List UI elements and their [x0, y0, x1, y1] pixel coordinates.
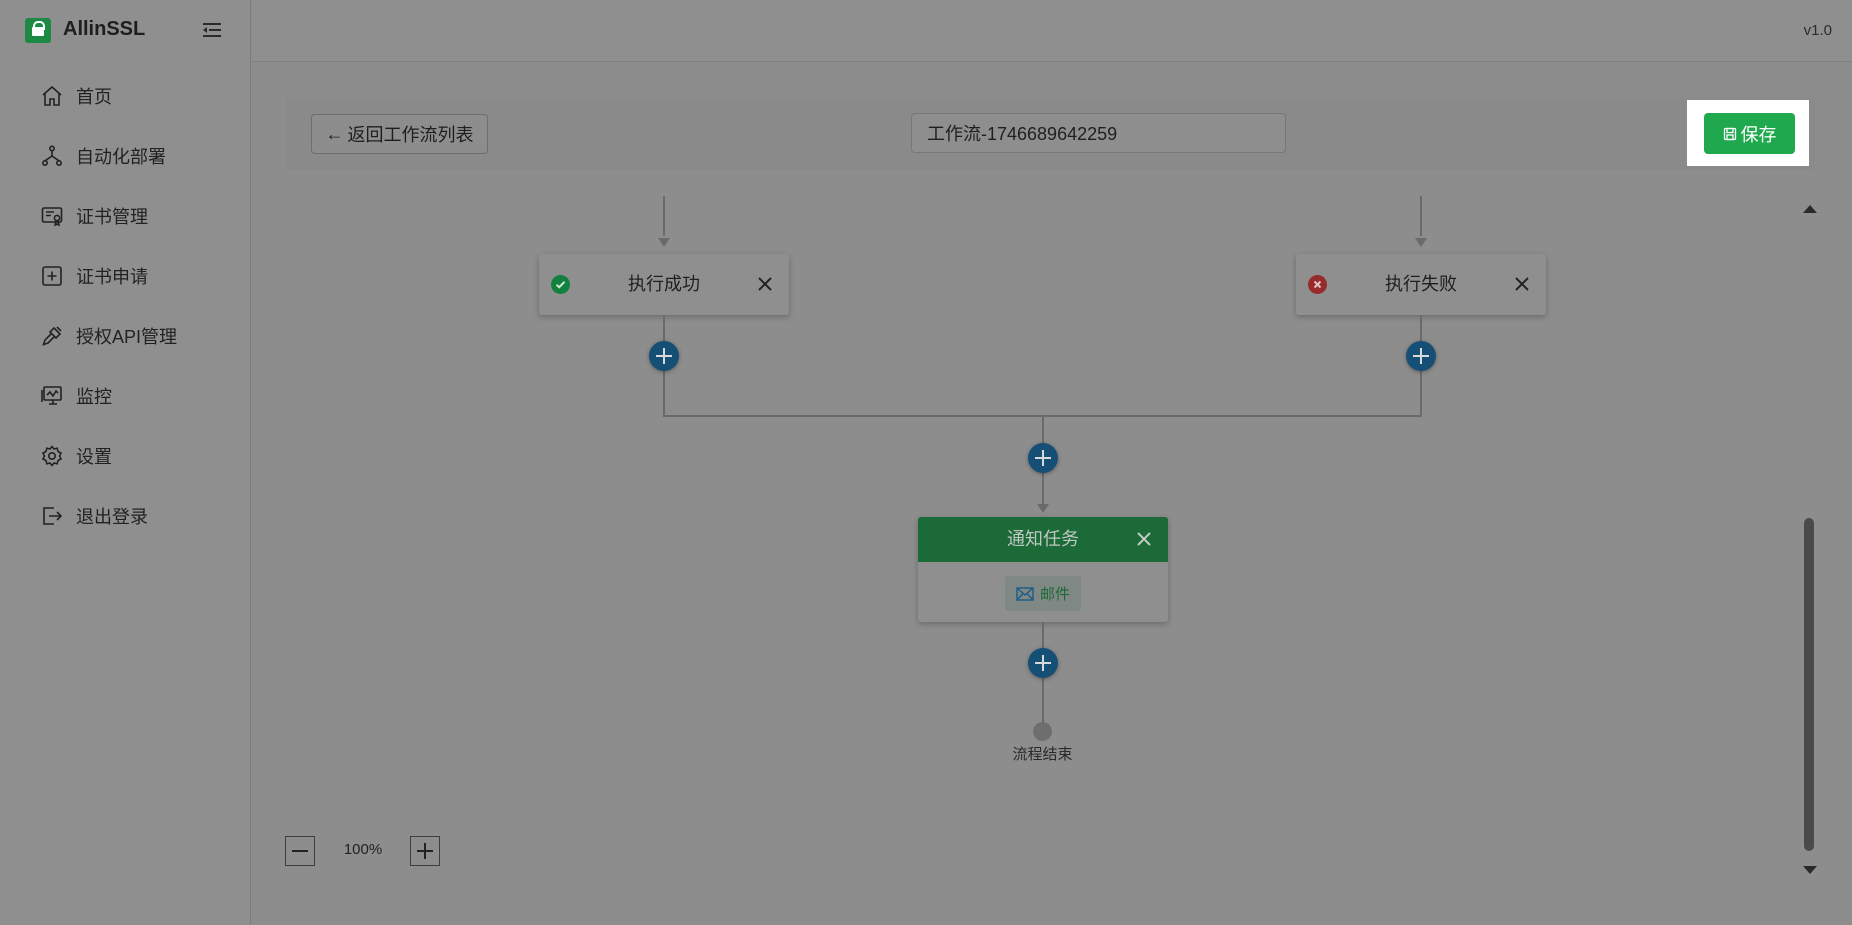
sidebar-item-label: 证书申请 — [76, 267, 148, 287]
arrow-left-icon: ← — [325, 123, 344, 144]
notify-task-node[interactable]: 通知任务 邮件 — [918, 517, 1168, 622]
add-node-button[interactable] — [1406, 341, 1436, 371]
api-key-icon — [42, 326, 62, 346]
connector-arrow — [1415, 238, 1427, 247]
error-circle-icon — [1308, 275, 1327, 294]
sidebar-item-label: 授权API管理 — [76, 327, 178, 347]
logout-icon — [43, 507, 63, 525]
sidebar-item-label: 监控 — [76, 387, 112, 407]
back-button-label: 返回工作流列表 — [347, 125, 474, 145]
workflow-toolbar: ← 返回工作流列表 — [285, 97, 1815, 170]
node-title: 通知任务 — [1007, 529, 1079, 549]
connector-line — [1420, 196, 1422, 236]
collapse-menu-icon[interactable] — [201, 20, 223, 42]
sidebar-item-apply[interactable]: 证书申请 — [0, 246, 251, 306]
notify-node-header: 通知任务 — [918, 517, 1168, 562]
sidebar-item-monitor[interactable]: 监控 — [0, 366, 251, 426]
flow-end-dot — [1033, 722, 1052, 741]
vertical-scrollbar-thumb[interactable] — [1804, 518, 1814, 851]
deploy-icon — [41, 145, 62, 166]
add-node-button[interactable] — [1028, 648, 1058, 678]
node-title: 执行成功 — [628, 274, 700, 294]
connector-arrow — [658, 238, 670, 247]
lock-logo-icon — [25, 18, 51, 43]
sidebar-item-label: 设置 — [76, 447, 112, 467]
connector-arrow — [1037, 504, 1049, 513]
close-icon[interactable] — [1512, 274, 1532, 294]
zoom-out-button[interactable] — [285, 836, 315, 866]
sidebar-item-label: 自动化部署 — [76, 147, 166, 167]
top-bar: v1.0 — [252, 0, 1852, 62]
sidebar-item-label: 证书管理 — [76, 207, 148, 227]
workflow-name-input[interactable] — [911, 113, 1286, 153]
plus-square-icon — [42, 266, 62, 286]
sidebar-item-settings[interactable]: 设置 — [0, 426, 251, 486]
connector-line — [663, 196, 665, 236]
gear-icon — [41, 445, 63, 467]
sidebar-item-label: 退出登录 — [76, 507, 148, 527]
sidebar-item-api[interactable]: 授权API管理 — [0, 306, 251, 366]
sidebar-item-label: 首页 — [76, 87, 112, 107]
zoom-level: 100% — [343, 841, 383, 858]
sidebar-item-certificates[interactable]: 证书管理 — [0, 186, 251, 246]
add-node-button[interactable] — [649, 341, 679, 371]
app-name: AllinSSL — [63, 18, 146, 40]
save-button-label: 保存 — [1740, 124, 1777, 145]
mail-icon — [1016, 586, 1034, 601]
monitor-icon — [41, 386, 62, 405]
flow-end-label: 流程结束 — [1012, 746, 1073, 763]
sidebar-item-home[interactable]: 首页 — [0, 66, 251, 126]
sidebar-item-logout[interactable]: 退出登录 — [0, 486, 251, 546]
success-branch-node[interactable]: 执行成功 — [539, 254, 789, 315]
failure-branch-node[interactable]: 执行失败 — [1296, 254, 1546, 315]
sidebar-menu: 首页 自动化部署 证书管理 证书申请 授权API管理 监控 设置 退出登录 — [0, 66, 251, 546]
check-circle-icon — [551, 275, 570, 294]
sidebar: AllinSSL 首页 自动化部署 证书管理 证书申请 授权API管理 — [0, 0, 251, 925]
email-channel-label: 邮件 — [1039, 586, 1070, 603]
sidebar-item-deploy[interactable]: 自动化部署 — [0, 126, 251, 186]
zoom-in-button[interactable] — [410, 836, 440, 866]
scroll-down-arrow[interactable] — [1803, 866, 1817, 874]
node-title: 执行失败 — [1385, 274, 1457, 294]
home-icon — [42, 85, 62, 106]
close-icon[interactable] — [1134, 529, 1154, 549]
version-label: v1.0 — [1803, 22, 1832, 39]
close-icon[interactable] — [755, 274, 775, 294]
back-to-list-button[interactable]: ← 返回工作流列表 — [311, 114, 488, 154]
scroll-up-arrow[interactable] — [1803, 205, 1817, 213]
save-button[interactable]: 保存 — [1704, 113, 1795, 154]
add-node-button[interactable] — [1028, 443, 1058, 473]
email-channel-tag[interactable]: 邮件 — [1005, 576, 1081, 611]
brand: AllinSSL — [0, 0, 251, 62]
save-icon — [1723, 127, 1736, 140]
certificate-icon — [41, 207, 63, 227]
